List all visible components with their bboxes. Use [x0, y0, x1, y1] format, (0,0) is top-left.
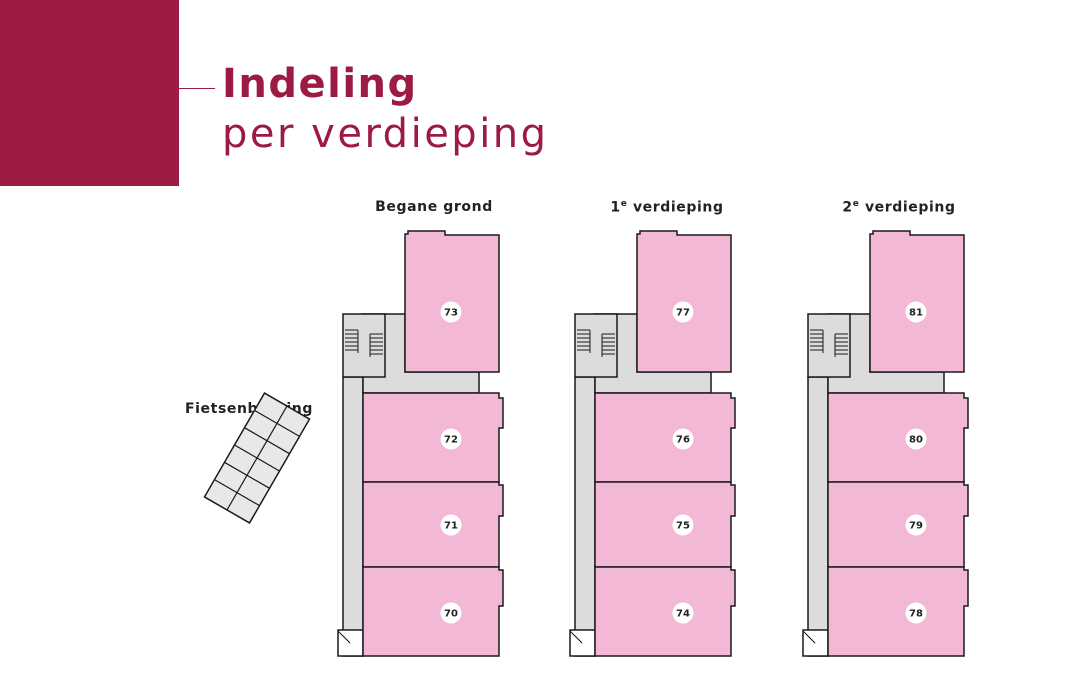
unit-shape — [362, 392, 504, 483]
corridor — [342, 376, 364, 657]
unit-number-badge — [440, 602, 462, 624]
page-subtitle: per verdieping — [222, 111, 549, 157]
unit-number: 70 — [444, 609, 458, 620]
unit-shape — [636, 230, 732, 373]
apartment-unit: 80 — [827, 392, 969, 483]
unit-number: 73 — [444, 308, 458, 319]
apartment-unit: 74 — [594, 566, 736, 657]
spiral-stair — [337, 629, 364, 657]
unit-number-badge — [905, 428, 927, 450]
title-rule — [179, 88, 215, 89]
apartment-unit: 73 — [404, 230, 500, 373]
page-title: Indeling — [222, 61, 418, 107]
unit-shape — [827, 566, 969, 657]
apartment-unit: 81 — [869, 230, 965, 373]
building-floor-0: 73 72 71 70 — [337, 230, 504, 657]
unit-number: 78 — [909, 609, 923, 620]
spiral-stair — [569, 629, 596, 657]
unit-number-badge — [440, 514, 462, 536]
apartment-unit: 71 — [362, 481, 504, 568]
unit-number-badge — [905, 602, 927, 624]
apartment-unit: 78 — [827, 566, 969, 657]
apartment-unit: 79 — [827, 481, 969, 568]
corridor — [574, 376, 596, 657]
unit-number: 74 — [676, 609, 690, 620]
spiral-step — [578, 639, 583, 644]
apartment-unit: 77 — [636, 230, 732, 373]
unit-number-badge — [672, 514, 694, 536]
unit-number: 75 — [676, 521, 690, 532]
unit-number-badge — [672, 301, 694, 323]
unit-number-badge — [905, 514, 927, 536]
spiral-step — [811, 639, 816, 644]
unit-shape — [827, 392, 969, 483]
unit-number: 76 — [676, 435, 690, 446]
unit-shape — [594, 392, 736, 483]
building-floor-2: 81 80 79 78 — [802, 230, 969, 657]
unit-shape — [594, 481, 736, 568]
unit-number-badge — [440, 301, 462, 323]
unit-number-badge — [672, 602, 694, 624]
unit-number-badge — [440, 428, 462, 450]
unit-shape — [827, 481, 969, 568]
floor-label-second: 2e verdieping — [842, 199, 956, 216]
unit-shape — [404, 230, 500, 373]
bike-storage — [203, 392, 311, 524]
corridor — [807, 376, 829, 657]
unit-number: 77 — [676, 308, 690, 319]
unit-number-badge — [905, 301, 927, 323]
unit-shape — [594, 566, 736, 657]
unit-number: 79 — [909, 521, 923, 532]
unit-number: 80 — [909, 435, 923, 446]
unit-number-badge — [672, 428, 694, 450]
spiral-step — [346, 639, 351, 644]
unit-number: 71 — [444, 521, 458, 532]
apartment-unit: 76 — [594, 392, 736, 483]
apartment-unit: 72 — [362, 392, 504, 483]
apartment-unit: 75 — [594, 481, 736, 568]
unit-shape — [362, 566, 504, 657]
unit-number: 72 — [444, 435, 458, 446]
building-floor-1: 77 76 75 74 — [569, 230, 736, 657]
unit-number: 81 — [909, 308, 923, 319]
floor-label-first: 1e verdieping — [610, 199, 724, 216]
apartment-unit: 70 — [362, 566, 504, 657]
spiral-stair — [802, 629, 829, 657]
floor-label-ground: Begane grond — [375, 199, 493, 215]
brand-color-block — [0, 0, 179, 186]
unit-shape — [362, 481, 504, 568]
unit-shape — [869, 230, 965, 373]
